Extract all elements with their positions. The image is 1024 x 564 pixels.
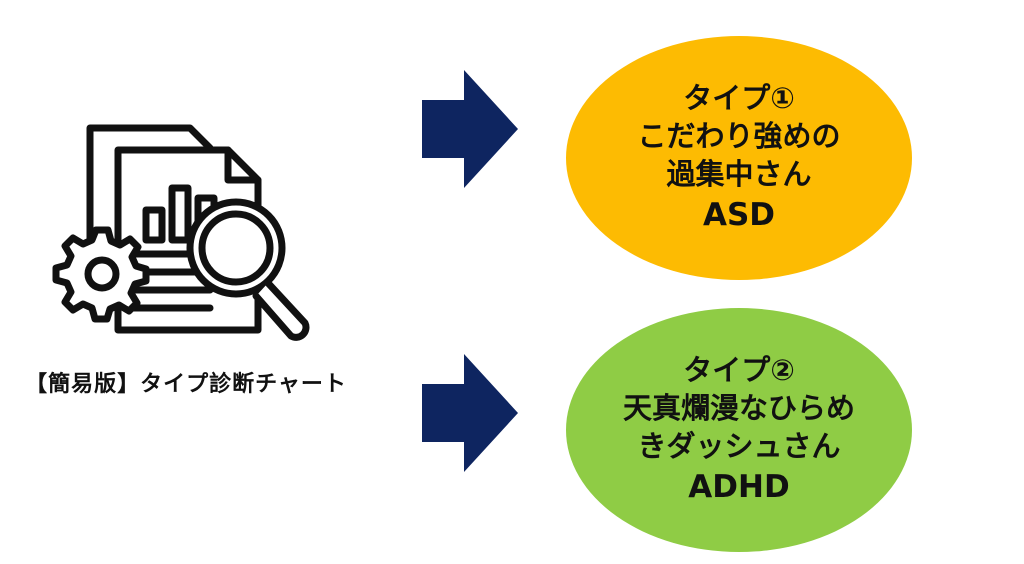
type2-abbreviation: ADHD <box>688 469 790 505</box>
type2-description-line1: 天真爛漫なひらめ <box>622 391 855 425</box>
document-analysis-icon <box>52 124 310 341</box>
type1-ellipse: タイプ① こだわり強めの 過集中さん ASD <box>566 36 912 280</box>
arrow-right-icon <box>422 354 518 472</box>
type2-heading: タイプ② <box>683 353 795 387</box>
type2-ellipse: タイプ② 天真爛漫なひらめ きダッシュさん ADHD <box>566 308 912 552</box>
type1-heading: タイプ① <box>683 81 795 115</box>
type1-description-line2: 過集中さん <box>666 157 812 191</box>
type2-description-line2: きダッシュさん <box>637 429 841 463</box>
type1-description-line1: こだわり強めの <box>637 119 841 153</box>
diagram-caption: 【簡易版】タイプ診断チャート <box>25 372 347 397</box>
arrow-right-icon <box>422 70 518 188</box>
type1-abbreviation: ASD <box>702 197 776 233</box>
